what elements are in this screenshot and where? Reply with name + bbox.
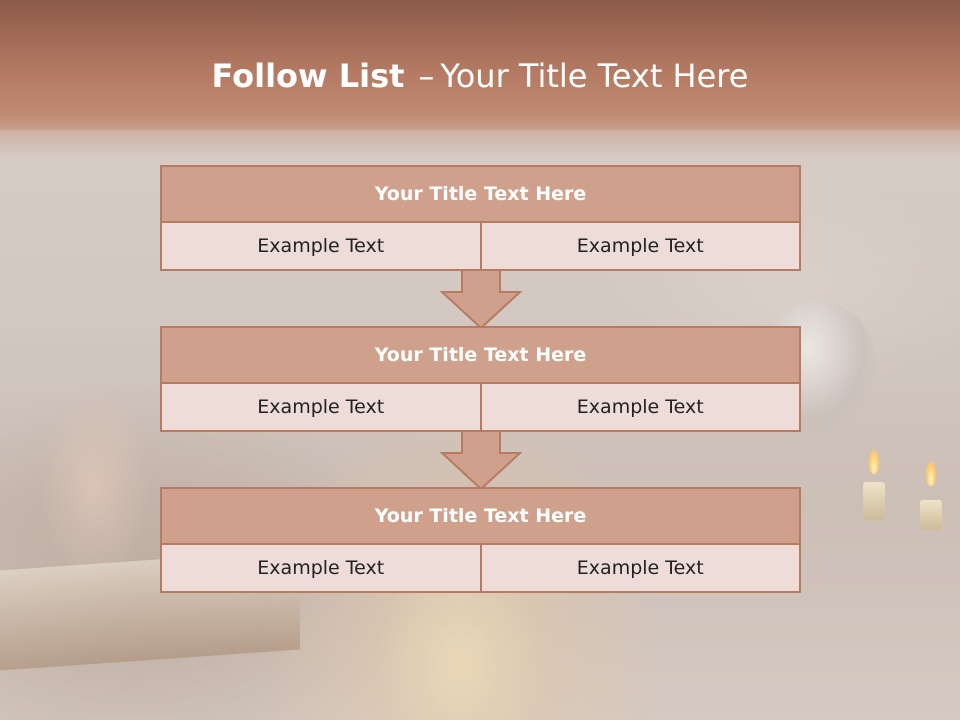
- background-flame-2: [926, 462, 936, 486]
- down-arrow-icon: [440, 431, 522, 491]
- slide-title-bold: Follow List: [211, 57, 405, 95]
- background-hand: [40, 385, 150, 585]
- block-title: Your Title Text Here: [160, 487, 801, 545]
- background-candle-2: [920, 500, 942, 530]
- list-block-3: Your Title Text Here Example Text Exampl…: [160, 487, 801, 593]
- slide-title-rest: Your Title Text Here: [440, 57, 749, 95]
- list-block-1: Your Title Text Here Example Text Exampl…: [160, 165, 801, 271]
- block-cell-right: Example Text: [481, 382, 801, 432]
- down-arrow-icon: [440, 270, 522, 330]
- block-title: Your Title Text Here: [160, 165, 801, 223]
- slide-title: Follow List–Your Title Text Here: [0, 56, 960, 96]
- block-row: Example Text Example Text: [160, 382, 801, 432]
- block-cell-right: Example Text: [481, 543, 801, 593]
- block-cell-right: Example Text: [481, 221, 801, 271]
- block-title: Your Title Text Here: [160, 326, 801, 384]
- slide-title-dash: –: [418, 57, 435, 95]
- background-flame-1: [869, 450, 879, 474]
- block-cell-left: Example Text: [160, 543, 482, 593]
- block-cell-left: Example Text: [160, 382, 482, 432]
- block-row: Example Text Example Text: [160, 221, 801, 271]
- block-row: Example Text Example Text: [160, 543, 801, 593]
- background-candle-1: [863, 482, 885, 520]
- list-block-2: Your Title Text Here Example Text Exampl…: [160, 326, 801, 432]
- block-cell-left: Example Text: [160, 221, 482, 271]
